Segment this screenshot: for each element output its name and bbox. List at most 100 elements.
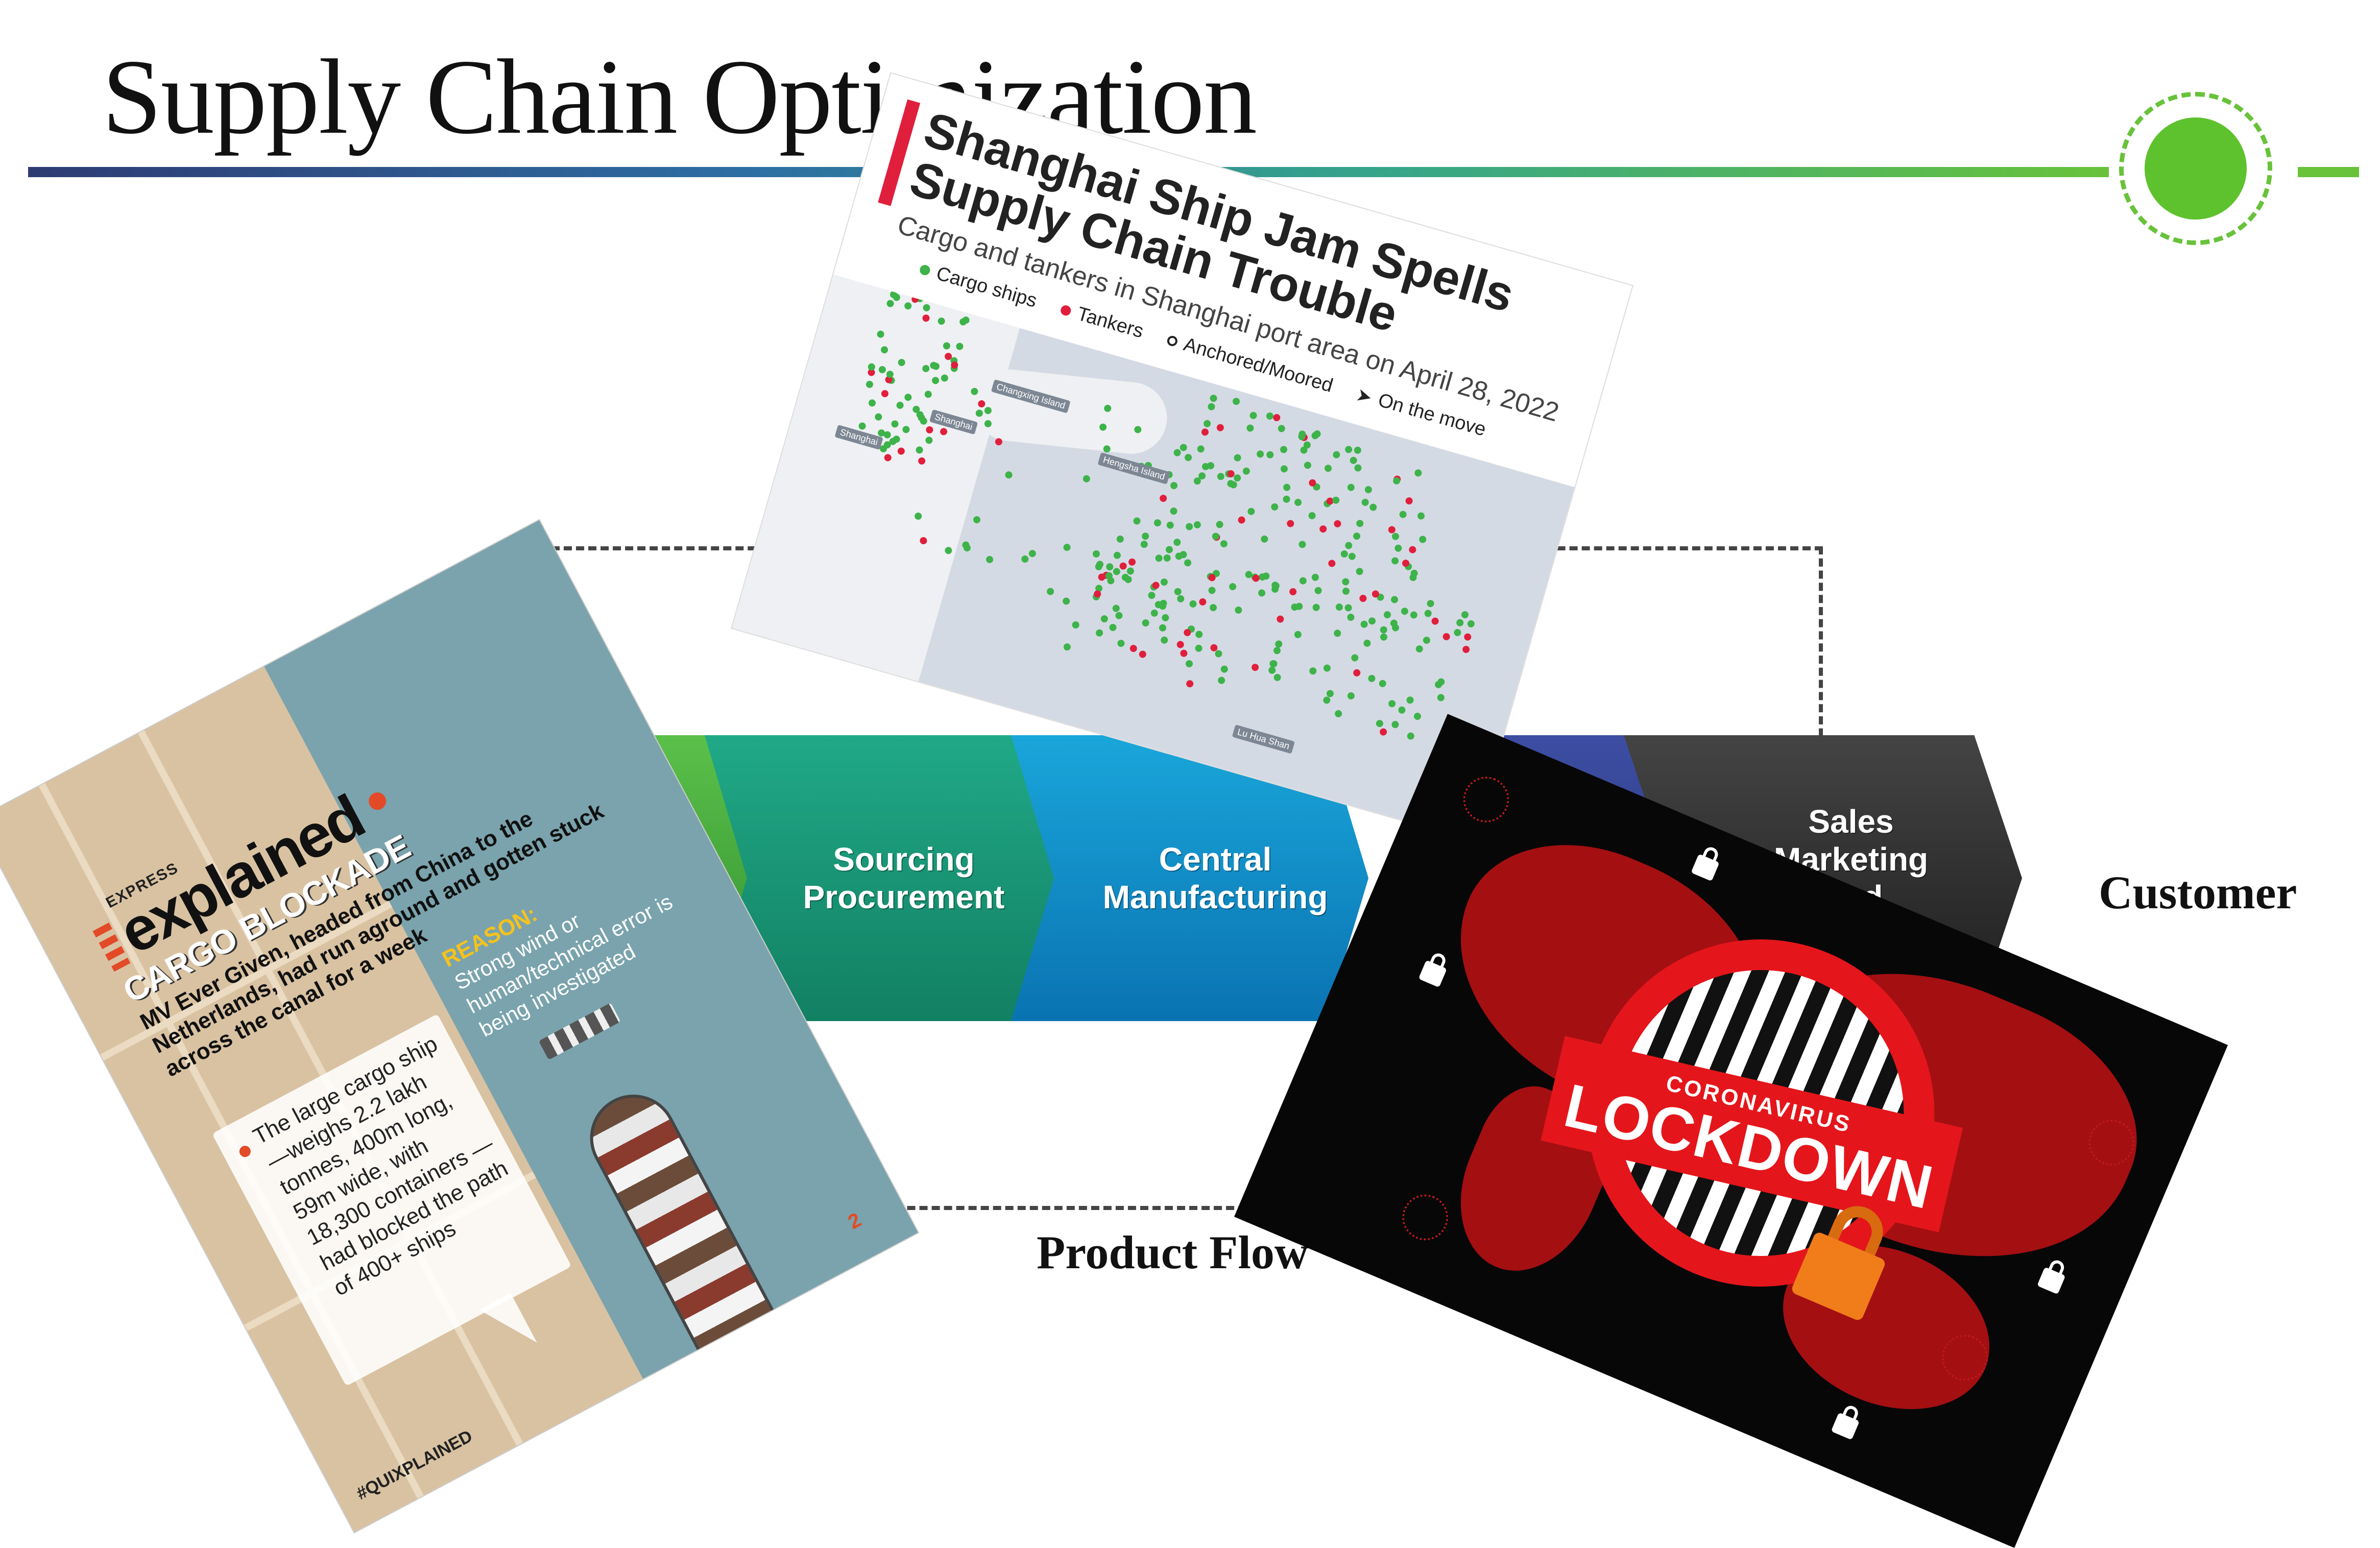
ship-marker bbox=[1266, 451, 1274, 458]
ship-marker bbox=[1300, 446, 1308, 454]
ship-marker bbox=[858, 422, 866, 430]
ship-marker bbox=[1345, 446, 1353, 453]
ship-marker bbox=[1347, 692, 1355, 699]
ship-marker bbox=[1234, 454, 1241, 462]
ship-marker bbox=[1391, 624, 1399, 632]
ship-marker bbox=[1185, 454, 1192, 462]
ship-marker bbox=[1364, 486, 1372, 494]
ship-marker bbox=[1028, 550, 1036, 558]
ship-marker bbox=[978, 400, 985, 407]
ship-marker bbox=[1419, 536, 1427, 543]
ship-marker bbox=[1160, 578, 1168, 586]
ship-marker bbox=[1340, 550, 1348, 558]
ship-marker bbox=[986, 555, 994, 563]
ship-marker bbox=[1350, 456, 1357, 464]
ship-marker bbox=[1159, 624, 1166, 632]
ship-marker bbox=[1401, 608, 1408, 615]
ship-marker bbox=[1271, 503, 1279, 511]
ship-marker bbox=[1369, 503, 1377, 511]
ship-marker bbox=[1229, 583, 1237, 591]
ship-marker bbox=[1161, 636, 1168, 644]
ship-marker bbox=[1115, 612, 1123, 619]
ship-marker bbox=[930, 361, 937, 369]
ship-marker bbox=[1391, 721, 1399, 729]
ship-marker bbox=[893, 294, 900, 301]
ship-marker bbox=[1395, 544, 1402, 552]
ship-marker bbox=[1311, 432, 1319, 440]
ship-marker bbox=[1233, 398, 1240, 405]
ship-marker bbox=[1464, 633, 1472, 641]
ship-marker bbox=[1257, 450, 1264, 458]
ship-marker bbox=[925, 437, 933, 444]
ship-marker bbox=[1427, 600, 1434, 608]
ship-marker bbox=[1021, 555, 1029, 563]
ship-marker bbox=[1326, 690, 1334, 697]
ship-marker bbox=[1372, 590, 1379, 598]
ship-marker bbox=[1391, 557, 1399, 565]
ship-marker bbox=[1193, 477, 1201, 485]
legend-label: Tankers bbox=[1074, 303, 1146, 343]
ship-marker bbox=[995, 438, 1002, 446]
padlock-icon bbox=[1691, 854, 1720, 882]
padlock-icon bbox=[1418, 960, 1447, 988]
ship-marker bbox=[1173, 539, 1181, 546]
ship-marker bbox=[1314, 587, 1322, 594]
ship-marker bbox=[1347, 483, 1355, 491]
ship-marker bbox=[1150, 609, 1158, 617]
ship-marker bbox=[1467, 620, 1475, 627]
ship-marker bbox=[1216, 424, 1224, 431]
shanghai-ship-jam-infographic[interactable]: Shanghai Ship Jam Spells Supply Chain Tr… bbox=[732, 73, 1632, 841]
ship-marker bbox=[922, 315, 930, 322]
ship-marker bbox=[1379, 680, 1386, 687]
ship-marker bbox=[1456, 619, 1464, 626]
ship-marker bbox=[1072, 621, 1079, 629]
ship-marker bbox=[1155, 601, 1162, 609]
ship-marker bbox=[1247, 507, 1255, 515]
ship-marker bbox=[866, 380, 873, 388]
ship-marker bbox=[1319, 525, 1327, 533]
ship-marker bbox=[1363, 639, 1371, 647]
ship-marker bbox=[1271, 585, 1279, 593]
ship-marker bbox=[1323, 664, 1331, 672]
ship-marker bbox=[886, 300, 894, 307]
ship-marker bbox=[1096, 629, 1103, 637]
ship-marker bbox=[1047, 588, 1054, 595]
ship-marker bbox=[1406, 696, 1414, 704]
ship-marker bbox=[1201, 428, 1209, 436]
ship-marker bbox=[1103, 445, 1111, 453]
ship-marker bbox=[1238, 516, 1245, 524]
ship-marker bbox=[1129, 645, 1137, 652]
ship-marker bbox=[912, 405, 920, 413]
ship-marker bbox=[1415, 645, 1423, 652]
virus-icon bbox=[1456, 769, 1517, 830]
ship-marker bbox=[1398, 706, 1406, 714]
ship-marker bbox=[1106, 563, 1114, 571]
ship-marker bbox=[1407, 732, 1414, 740]
ship-marker bbox=[1405, 497, 1413, 505]
padlock-icon bbox=[1831, 1412, 1860, 1440]
ship-marker bbox=[1128, 558, 1136, 566]
ship-marker bbox=[1160, 495, 1167, 502]
ship-marker bbox=[1162, 614, 1169, 621]
ship-marker bbox=[956, 343, 964, 350]
ship-marker bbox=[898, 359, 905, 367]
ship-marker bbox=[1170, 482, 1178, 490]
ship-marker bbox=[1185, 660, 1193, 668]
ship-marker bbox=[940, 428, 948, 436]
ship-marker bbox=[1399, 511, 1407, 518]
ship-marker bbox=[1133, 517, 1141, 525]
ship-marker bbox=[1308, 512, 1316, 520]
ship-marker bbox=[1083, 475, 1090, 482]
ship-marker bbox=[883, 431, 891, 439]
ship-marker bbox=[1388, 526, 1396, 534]
ship-marker bbox=[1277, 615, 1284, 623]
ship-marker bbox=[868, 363, 875, 371]
ship-marker bbox=[1142, 619, 1149, 627]
ship-marker bbox=[1437, 694, 1445, 702]
ship-marker bbox=[1177, 595, 1185, 602]
ship-marker bbox=[1289, 588, 1297, 595]
ship-marker bbox=[1342, 578, 1350, 586]
ship-marker bbox=[984, 420, 992, 427]
green-dot-icon bbox=[919, 263, 931, 276]
ship-marker bbox=[1166, 521, 1174, 529]
